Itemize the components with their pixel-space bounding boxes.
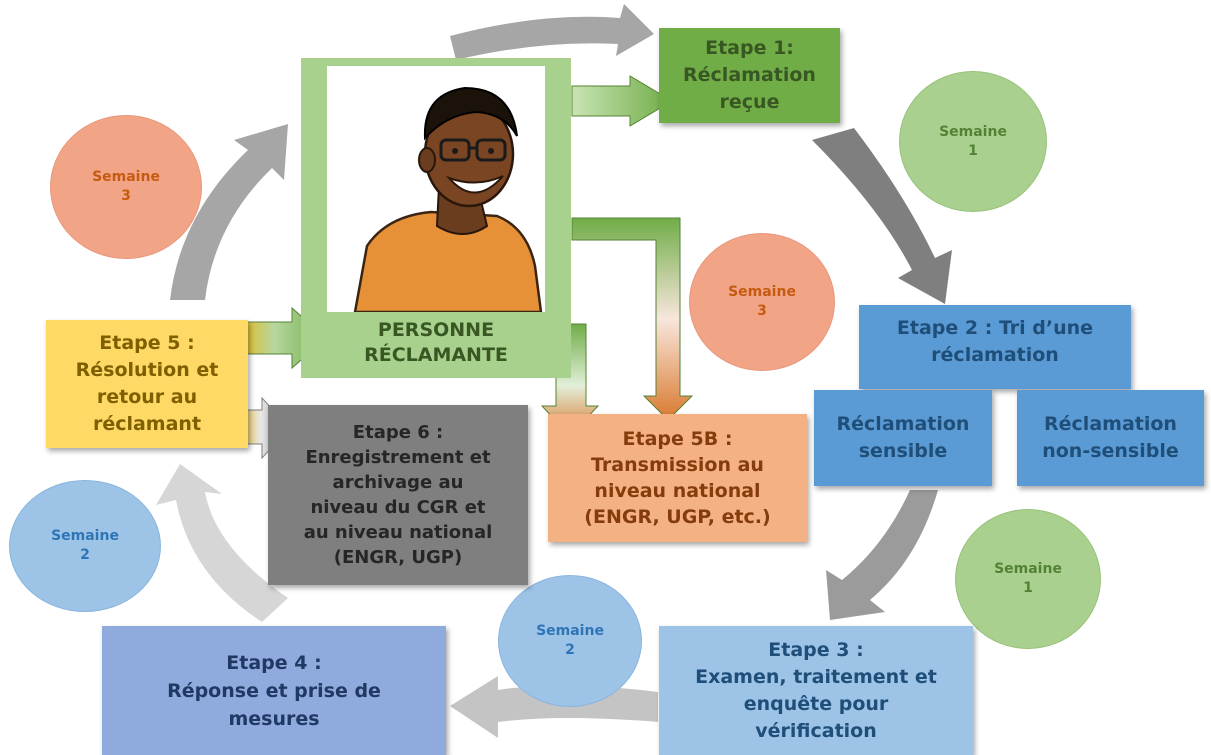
person-label: PERSONNE RÉCLAMANTE [364,319,508,366]
reclamation-sensible-box: Réclamation sensible [814,390,992,486]
etape3-box: Etape 3 : Examen, traitement et enquête … [659,626,973,755]
etape4-box: Etape 4 : Réponse et prise de mesures [102,626,446,755]
cycle-arrow-right-lower [826,490,938,620]
etape2-box: Etape 2 : Tri d’une réclamation [859,305,1131,389]
cycle-arrow-top [450,4,654,60]
arrow-to-etape1 [571,75,673,127]
etape5b-box: Etape 5B : Transmission au niveau nation… [548,414,807,542]
smiling-man-icon [353,86,543,312]
cycle-arrow-left-upper [170,124,288,300]
cycle-arrow-right-upper [812,128,952,304]
person-illustration [327,66,545,312]
reclamation-non-sensible-box: Réclamation non-sensible [1017,390,1204,486]
cycle-arrow-left-lower [156,464,288,622]
person-box: PERSONNE RÉCLAMANTE [301,58,571,378]
etape5-box: Etape 5 : Résolution et retour au réclam… [46,320,248,448]
arrow-to-etape5b-right [571,217,694,421]
etape1-box: Etape 1: Réclamation reçue [659,28,840,123]
etape6-box: Etape 6 : Enregistrement et archivage au… [268,405,528,585]
